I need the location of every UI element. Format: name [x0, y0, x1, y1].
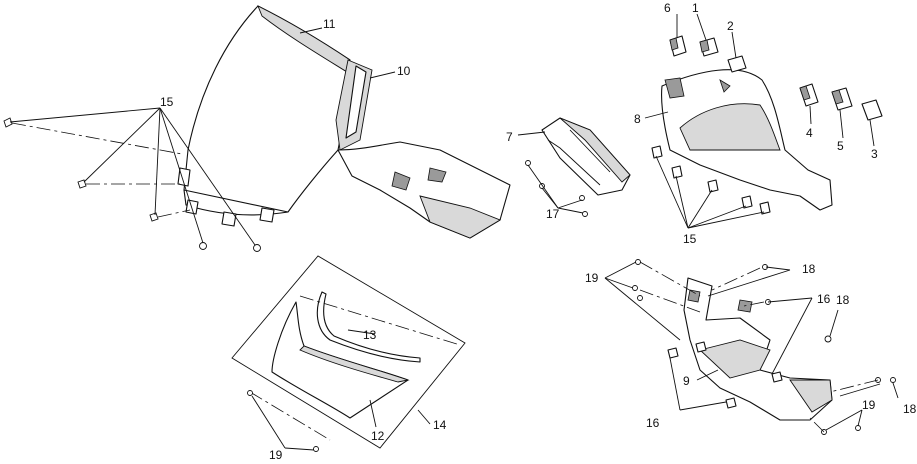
- screen-kit-outline: [231, 255, 466, 449]
- lower-cowl-part: [337, 141, 511, 239]
- callout-16-right: 16: [817, 292, 831, 306]
- callout-labels: 11 10 15 6 1 2 8 7 4 5 3 17 15 19 18 16 …: [160, 1, 917, 462]
- screen-kit-fasteners: [247, 295, 461, 452]
- bolt-group-left: [3, 117, 261, 252]
- callout-13: 13: [363, 328, 377, 342]
- callout-6: 6: [664, 1, 671, 15]
- callout-5: 5: [837, 139, 844, 153]
- callout-19-right: 19: [862, 398, 876, 412]
- callout-18-right: 18: [903, 402, 917, 416]
- housing-clips: [651, 145, 771, 229]
- callout-15-right: 15: [683, 232, 697, 246]
- mounting-bracket-part: [517, 117, 631, 217]
- callout-8: 8: [634, 112, 641, 126]
- callout-19-top: 19: [585, 271, 599, 285]
- windshield-brackets: [177, 167, 275, 227]
- callout-14: 14: [433, 418, 447, 432]
- callout-16-left: 16: [646, 416, 660, 430]
- callout-1: 1: [692, 1, 699, 15]
- trim-strip-part-13: [316, 291, 421, 363]
- callout-7: 7: [506, 130, 513, 144]
- headlight-housing-part: [644, 69, 833, 211]
- callout-19-bottom: 19: [269, 448, 283, 462]
- inner-panel-part: [683, 277, 833, 421]
- callout-18-mid: 18: [836, 293, 850, 307]
- leaders-15-left: [9, 27, 396, 246]
- callout-18-top: 18: [802, 262, 816, 276]
- upper-panel-part: [335, 59, 373, 151]
- leaders-lower-right: [604, 261, 899, 431]
- callout-3: 3: [871, 147, 878, 161]
- callout-11: 11: [323, 17, 336, 31]
- switch-parts-top: [669, 13, 747, 73]
- callout-17: 17: [546, 207, 560, 221]
- callout-9: 9: [683, 374, 690, 388]
- windshield-part: [183, 5, 351, 216]
- switch-parts-right: [799, 83, 883, 147]
- centerlines-left: [11, 122, 191, 218]
- callout-4: 4: [806, 126, 813, 140]
- callout-15-left: 15: [160, 95, 174, 109]
- callout-10: 10: [397, 64, 411, 78]
- windscreen-part-12: [271, 301, 410, 419]
- callout-12: 12: [371, 429, 385, 443]
- callout-2: 2: [727, 19, 734, 33]
